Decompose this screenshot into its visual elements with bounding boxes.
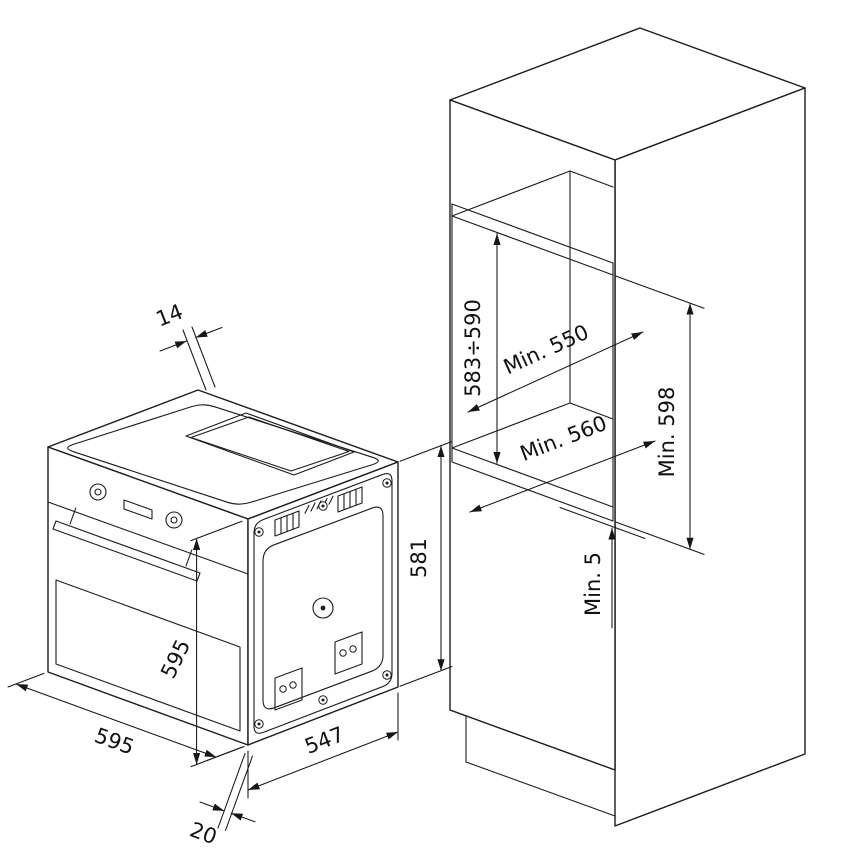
cabinet-side-face: [614, 87, 806, 827]
terminal-block-left: [274, 510, 300, 537]
dim-label-rear-clearance: Min. 5: [581, 552, 605, 616]
oven-fan-hole: [312, 597, 334, 619]
oven-knob-left: [89, 483, 107, 501]
dim-label-oven-depth: 547: [301, 722, 347, 759]
dimension-bottom-offset: 20: [187, 752, 256, 850]
oven-display: [123, 499, 153, 520]
oven-back-details: [253, 473, 393, 734]
oven-door-outline: [55, 579, 241, 732]
cabinet-drawing: [449, 27, 806, 827]
dimension-frame-overhang: 14: [153, 299, 223, 391]
dim-label-frame-overhang: 14: [153, 299, 187, 331]
oven-front-details: [47, 483, 249, 732]
terminal-block-right: [337, 486, 363, 513]
dim-label-side-opening-height: Min. 598: [655, 387, 679, 478]
cabinet-front-face: [449, 99, 616, 771]
hinge-right: [334, 631, 363, 675]
niche-interior-edges: [451, 170, 614, 449]
cabinet-plinth: [449, 709, 616, 817]
oven-knob-right: [165, 511, 183, 529]
oven-drawing: [47, 389, 399, 746]
hinge-left: [274, 667, 303, 711]
dim-label-bottom-offset: 20: [187, 818, 220, 850]
dim-label-niche-height: 583÷590: [461, 299, 485, 397]
dim-label-oven-width: 595: [91, 723, 137, 759]
dim-label-oven-body-height: 581: [407, 538, 431, 578]
oven-top-inset: [67, 404, 379, 505]
back-panel-screws: [254, 478, 392, 729]
dimension-rear-clearance: Min. 5: [559, 506, 646, 629]
dimension-oven-body-height: 581: [399, 440, 453, 687]
dimension-side-opening-height: Min. 598: [615, 275, 705, 555]
